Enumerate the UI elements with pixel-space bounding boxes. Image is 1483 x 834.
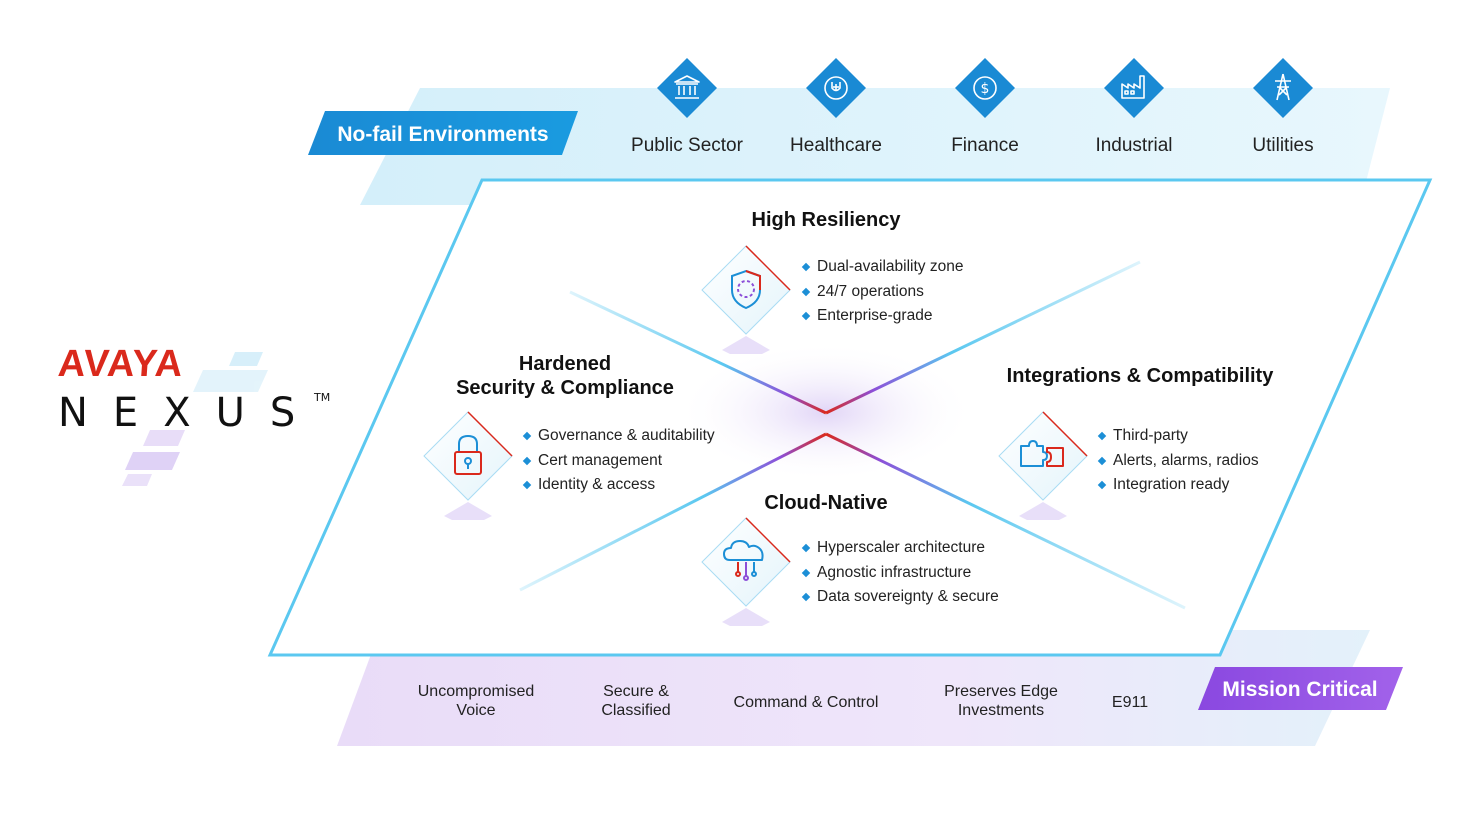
list-item: Enterprise-grade	[803, 304, 963, 329]
pillar-title-security: Hardened Security & Compliance	[440, 352, 690, 400]
resiliency-bullet-list: Dual-availability zone 24/7 operations E…	[803, 255, 963, 329]
nexus-wordmark: NEXUS	[58, 390, 321, 436]
sector-label-public-sector: Public Sector	[631, 135, 743, 156]
mission-item-command-control: Command & Control	[733, 694, 879, 711]
list-item: Agnostic infrastructure	[803, 561, 999, 586]
mission-item-preserves-edge: Preserves Edge Investments	[944, 683, 1058, 719]
pillar-title-high-resiliency: High Resiliency	[751, 209, 901, 231]
list-item: Third-party	[1099, 424, 1259, 449]
list-item: Dual-availability zone	[803, 255, 963, 280]
list-item: Data sovereignty & secure	[803, 585, 999, 610]
stethoscope-shield-icon	[806, 58, 866, 118]
no-fail-environments-tag: No-fail Environments	[337, 123, 549, 146]
mission-critical-tag: Mission Critical	[1222, 678, 1378, 701]
list-item: Integration ready	[1099, 473, 1259, 498]
shield-network-icon	[701, 245, 791, 354]
sector-label-healthcare: Healthcare	[790, 135, 882, 156]
list-item: Governance & auditability	[524, 424, 715, 449]
sector-label-utilities: Utilities	[1252, 135, 1314, 156]
list-item: Alerts, alarms, radios	[1099, 449, 1259, 474]
list-item: Hyperscaler architecture	[803, 536, 999, 561]
mission-item-e911: E911	[1111, 694, 1149, 711]
factory-icon	[1104, 58, 1164, 118]
cloud-bullet-list: Hyperscaler architecture Agnostic infras…	[803, 536, 999, 610]
mission-item-uncompromised-voice: Uncompromised Voice	[417, 683, 535, 719]
pillar-title-cloud-native: Cloud-Native	[764, 492, 888, 514]
integrations-bullet-list: Third-party Alerts, alarms, radios Integ…	[1099, 424, 1259, 498]
power-tower-icon	[1253, 58, 1313, 118]
svg-text:$: $	[981, 81, 990, 97]
dollar-coin-icon: $	[955, 58, 1015, 118]
list-item: 24/7 operations	[803, 280, 963, 305]
cloud-circuit-icon	[701, 517, 791, 626]
puzzle-icon	[998, 411, 1088, 520]
list-item: Identity & access	[524, 473, 715, 498]
pillar-title-line: Security & Compliance	[456, 377, 674, 399]
padlock-icon	[423, 411, 513, 520]
sector-label-finance: Finance	[951, 135, 1019, 156]
security-bullet-list: Governance & auditability Cert managemen…	[524, 424, 715, 498]
sector-label-industrial: Industrial	[1095, 135, 1173, 156]
bank-icon	[657, 58, 717, 118]
mission-item-secure-classified: Secure & Classified	[601, 683, 671, 719]
avaya-logo: AVAYA	[56, 343, 185, 385]
pillar-title-integrations: Integrations & Compatibility	[1006, 365, 1274, 387]
trademark-mark: TM	[314, 391, 331, 404]
pillar-title-line: Hardened	[518, 353, 612, 375]
list-item: Cert management	[524, 449, 715, 474]
